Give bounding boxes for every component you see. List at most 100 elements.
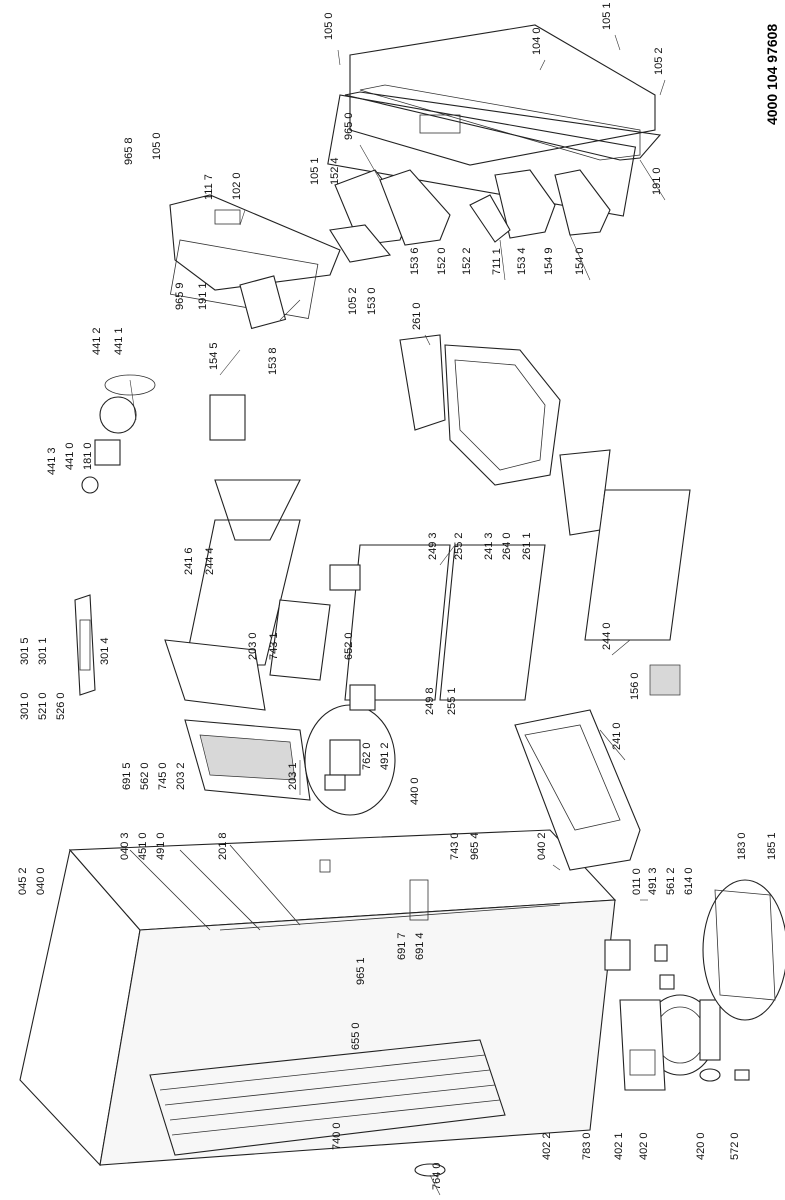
part-label: 156 0 (629, 672, 641, 700)
part-label: 040 2 (536, 832, 548, 860)
part-label: 249 8 (424, 687, 436, 715)
part-label: 152 2 (461, 247, 473, 275)
part-label: 153 4 (516, 247, 528, 275)
part-label: 040 3 (119, 832, 131, 860)
part-label: 105 1 (309, 157, 321, 185)
leader-line (611, 639, 631, 656)
part-label: 562 0 (139, 762, 151, 790)
part-label: 561 2 (665, 867, 677, 895)
part-label: 241 3 (483, 532, 495, 560)
part-label: 965 8 (123, 137, 135, 165)
leader-line (552, 864, 561, 871)
leader-line (239, 209, 246, 226)
part-label: 203 0 (247, 632, 259, 660)
part-labels: 105 0 104 0 105 1 105 2 965 0 191 0 965 8 105 0… (17, 2, 778, 1190)
part-label: 241 0 (611, 722, 623, 750)
part-label: 402 2 (541, 1132, 553, 1160)
part-label: 255 2 (453, 532, 465, 560)
part-label: 154 0 (574, 247, 586, 275)
part-label: 244 4 (204, 547, 216, 575)
door (327, 24, 662, 217)
document-code: 4000 104 97608 (764, 24, 780, 125)
part-label: 526 0 (55, 692, 67, 720)
part-label: 203 1 (287, 762, 299, 790)
part-label: 105 2 (653, 47, 665, 75)
part-label: 764 0 (431, 1162, 443, 1190)
part-label: 402 0 (638, 1132, 650, 1160)
part-label: 185 1 (766, 832, 778, 860)
part-label: 249 3 (427, 532, 439, 560)
crisper-drawer (399, 334, 611, 536)
freezer-door (169, 194, 341, 330)
part-label: 441 2 (91, 327, 103, 355)
part-label: 301 1 (37, 637, 49, 665)
relay-box (619, 999, 666, 1091)
part-label: 743 0 (449, 832, 461, 860)
part-label: 045 2 (17, 867, 29, 895)
leader-line (569, 234, 591, 281)
leader-line (539, 59, 546, 71)
part-label: 011 0 (631, 868, 643, 895)
part-label: 154 5 (208, 342, 220, 370)
part-label: 105 2 (347, 287, 359, 315)
part-label: 441 3 (46, 447, 58, 475)
part-label: 451 0 (137, 832, 149, 860)
part-label: 652 0 (343, 632, 355, 660)
condenser (149, 1039, 506, 1177)
leader-line (599, 729, 626, 761)
part-label: 440 0 (409, 777, 421, 805)
part-label: 244 0 (601, 622, 613, 650)
part-label: 040 0 (35, 867, 47, 895)
evaporator-block (164, 599, 331, 801)
part-label: 261 0 (411, 302, 423, 330)
part-label: 183 0 (736, 832, 748, 860)
part-label: 691 5 (121, 762, 133, 790)
leader-line (499, 239, 506, 281)
part-label: 572 0 (729, 1132, 741, 1160)
part-label: 255 1 (446, 687, 458, 715)
part-label: 153 6 (409, 247, 421, 275)
small-parts (604, 939, 750, 1082)
trays (209, 394, 681, 711)
part-label: 191 0 (651, 167, 663, 195)
fan-assembly (81, 374, 156, 494)
part-label: 181 0 (82, 442, 94, 470)
part-label: 420 0 (695, 1132, 707, 1160)
part-label: 965 4 (469, 832, 481, 860)
part-label: 521 0 (37, 692, 49, 720)
part-label: 154 9 (543, 247, 555, 275)
part-label: 301 5 (19, 637, 31, 665)
part-label: 965 1 (355, 957, 367, 985)
part-label: 740 0 (331, 1122, 343, 1150)
part-label: 191 1 (197, 282, 209, 310)
part-label: 102 0 (231, 172, 243, 200)
part-label: 105 1 (601, 2, 613, 30)
door-shelves (329, 169, 611, 263)
hinge-detail (702, 879, 785, 1021)
part-label: 105 0 (323, 12, 335, 40)
part-label: 441 0 (64, 442, 76, 470)
part-label: 491 2 (379, 742, 391, 770)
leader-line (219, 349, 241, 376)
part-label: 301 4 (99, 637, 111, 665)
part-label: 104 0 (531, 27, 543, 55)
part-label: 965 0 (343, 112, 355, 140)
part-label: 261 1 (521, 532, 533, 560)
leader-line (439, 544, 456, 566)
leader-line (337, 49, 341, 66)
part-label: 691 4 (414, 932, 426, 960)
part-label: 614 0 (683, 867, 695, 895)
part-label: 711 1 (491, 248, 503, 275)
leader-line (429, 1174, 441, 1196)
part-label: 153 0 (366, 287, 378, 315)
control-panel (74, 594, 96, 696)
part-label: 105 0 (151, 132, 163, 160)
part-label: 743 1 (268, 632, 280, 660)
part-label: 241 6 (183, 547, 195, 575)
part-label: 152 0 (436, 247, 448, 275)
part-label: 745 0 (157, 762, 169, 790)
part-label: 491 3 (647, 867, 659, 895)
crisper-cover (514, 709, 641, 871)
cabinet (19, 829, 617, 1167)
leader-line (424, 334, 431, 346)
